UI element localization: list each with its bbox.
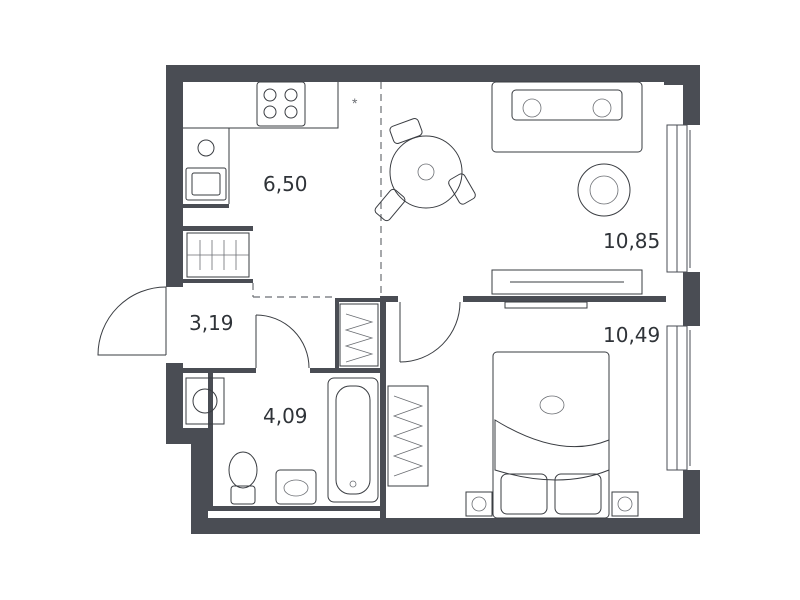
wall-bath-bedroom <box>380 296 386 518</box>
cat-icon <box>539 395 565 415</box>
wall-kitchen-counter <box>183 204 229 208</box>
kitchen-wardrobe <box>186 232 250 278</box>
wall-left-lower <box>166 363 183 444</box>
pillow-icon <box>554 473 602 515</box>
wall-bath-top-left <box>183 368 256 373</box>
wall-bath-bottom <box>208 506 384 511</box>
dining-set <box>374 118 476 222</box>
toilet-icon <box>228 451 258 489</box>
wall-top <box>166 65 700 82</box>
hall-wardrobe-icon <box>339 303 379 367</box>
dining-table-icon <box>389 135 463 209</box>
wall-left-bottom <box>191 428 208 532</box>
kitchen-fixtures: * <box>183 81 358 204</box>
drain-icon <box>349 480 357 488</box>
wall-hall-closet-side <box>335 298 339 370</box>
area-label-bedroom: 10,49 <box>603 323 660 347</box>
bedroom-tv-icon <box>504 301 588 309</box>
wall-closet-top <box>183 226 253 231</box>
blanket-icon <box>494 419 610 481</box>
wall-closet-bottom <box>183 279 253 283</box>
bathroom-door-swing <box>255 314 310 369</box>
interior-walls <box>183 204 666 518</box>
pillow-icon <box>500 473 548 515</box>
nightstand-icon <box>611 491 639 517</box>
stove-icon <box>256 81 306 127</box>
area-label-living: 10,85 <box>603 229 660 253</box>
wall-bath-left <box>208 373 213 506</box>
bedroom-fixtures <box>387 351 639 519</box>
tv-stand-icon <box>491 269 643 295</box>
faucet-icon <box>197 139 215 157</box>
bedroom-door-swing <box>399 301 461 363</box>
bathroom-fixtures <box>185 377 379 505</box>
wall-right-3 <box>683 470 700 534</box>
wall-hall-closet-top <box>335 298 380 302</box>
wall-stub <box>380 296 398 302</box>
wall-bottom <box>191 518 700 534</box>
nightstand-icon <box>465 491 493 517</box>
washing-machine-icon <box>185 377 225 425</box>
entrance-door-swing <box>97 286 167 356</box>
area-label-hall: 3,19 <box>189 311 234 335</box>
rug-icon <box>577 163 631 217</box>
chair-icon <box>374 188 406 222</box>
wall-living-bedroom <box>463 296 666 302</box>
living-fixtures <box>491 81 643 309</box>
doors <box>97 286 461 369</box>
windows <box>666 124 691 471</box>
vent-icon: * <box>352 95 358 111</box>
sink-icon <box>185 167 227 201</box>
kitchen-counter <box>183 82 339 204</box>
washbasin-icon <box>275 469 317 505</box>
chair-icon <box>448 173 476 205</box>
wall-bath-top-right <box>310 368 384 373</box>
bathtub-icon <box>327 377 379 503</box>
wall-right-cap <box>664 65 700 85</box>
bedroom-wardrobe-icon <box>387 385 429 487</box>
bed-icon <box>492 351 610 519</box>
hall-wardrobe <box>339 303 379 367</box>
outer-walls <box>166 65 700 534</box>
area-label-kitchen: 6,50 <box>263 172 308 196</box>
sofa-icon <box>491 81 643 153</box>
chair-icon <box>389 118 423 144</box>
wall-left-upper <box>166 65 183 287</box>
area-label-bathroom: 4,09 <box>263 404 308 428</box>
wall-right-2 <box>683 272 700 326</box>
